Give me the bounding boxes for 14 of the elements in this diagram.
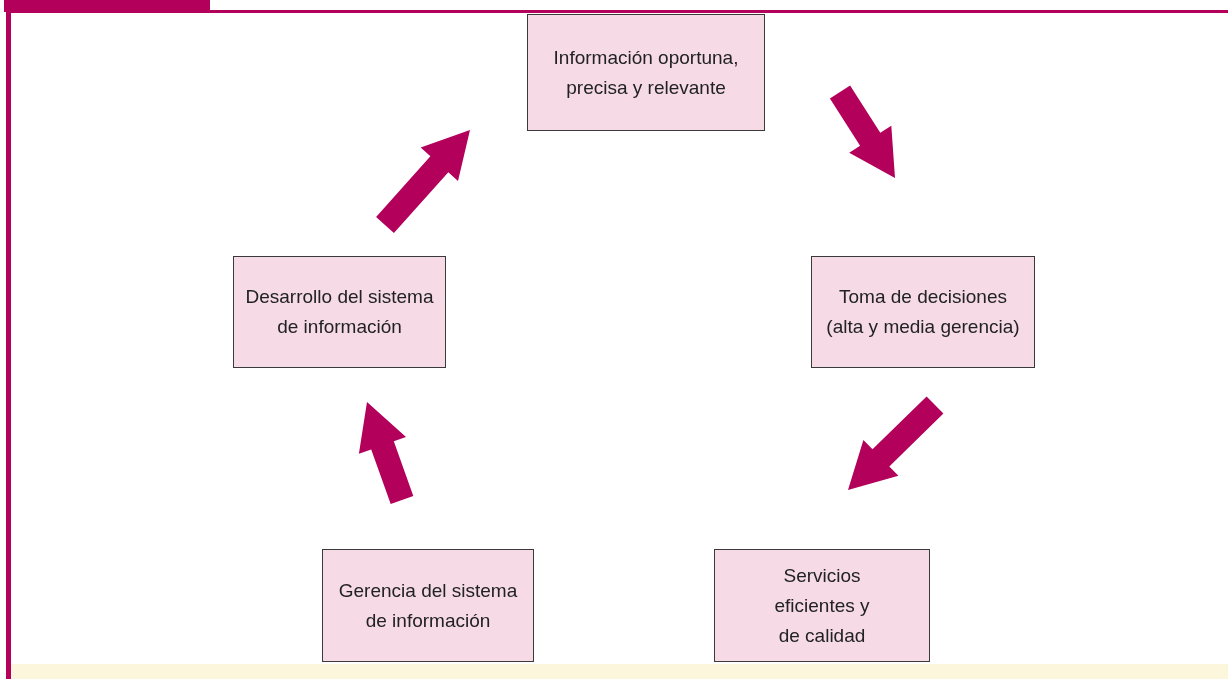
block-arrow: [376, 130, 470, 233]
process-box: [527, 14, 765, 131]
block-arrow: [358, 402, 414, 504]
process-box: [322, 549, 534, 662]
box-text: Información oportuna, precisa y relevante: [552, 45, 740, 100]
box-text: Gerencia del sistema de información: [337, 578, 519, 633]
process-box: [811, 256, 1035, 368]
box-text: Desarrollo del sistema de información: [244, 285, 435, 339]
process-box: [714, 549, 930, 662]
block-arrow: [848, 396, 944, 490]
block-arrow: [829, 85, 895, 178]
box-text: Toma de decisiones (alta y media gerencia): [825, 285, 1021, 339]
box-text: Servicios eficientes y de calidad: [773, 563, 871, 648]
process-box: [233, 256, 446, 368]
